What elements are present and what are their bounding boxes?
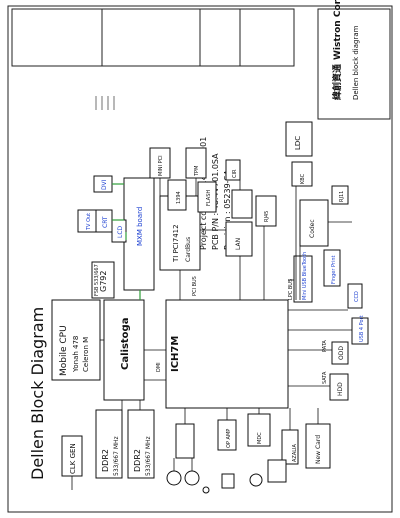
cardbus-label: CardBus <box>185 237 192 262</box>
usb-box <box>351 317 369 345</box>
ddr2-a-label: DDR2 <box>101 449 110 472</box>
mini-usb-label: Mini USB BlueTooth <box>302 252 308 300</box>
hdd-box <box>329 373 349 401</box>
ldc-label: LDC <box>294 136 302 150</box>
ieee-label: 1394 <box>176 191 182 204</box>
codec-label: Codec <box>309 219 316 238</box>
rj45-box <box>255 195 277 227</box>
ldc-box <box>285 121 313 157</box>
calistoga-label: Calistoga <box>120 318 131 370</box>
g792-label: G792 <box>99 271 108 292</box>
tv-out-label: TV Out <box>86 213 92 231</box>
lan-label: LAN <box>235 238 242 250</box>
mic-jack-icon <box>184 470 200 486</box>
finger-box <box>323 249 341 287</box>
g792-box <box>91 261 115 299</box>
signal-ticks <box>95 96 115 110</box>
cpu-line2: Yonah 478 <box>72 336 80 373</box>
ich7m-box <box>165 299 289 409</box>
usb-label: USB 4 Port <box>359 315 365 342</box>
jack-icon <box>202 486 210 494</box>
speaker-icon <box>166 470 182 486</box>
company-sub: Dellen block diagram <box>352 25 360 100</box>
company-en: Wistron Corporation <box>333 0 343 60</box>
ieee-box <box>167 179 187 211</box>
sheet-border <box>7 5 393 513</box>
rj45-label: RJ45 <box>264 211 270 222</box>
sata-label: SATA <box>322 371 328 384</box>
rj11-bottom-box <box>267 459 287 483</box>
bus-lines <box>71 178 352 490</box>
svg-text:Dellen Block Diagram: Dellen Block Diagram <box>28 307 47 480</box>
ccd-label: CCD <box>354 291 360 302</box>
flash-box <box>197 181 217 213</box>
diagram-title: Dellen Block Diagram <box>28 307 47 480</box>
pci-bus-label: PCI BUS <box>192 276 198 296</box>
odd-label: ODD <box>338 346 345 360</box>
revision: Revision : 05239-SA <box>223 169 232 250</box>
kbc-label: KBC <box>300 173 306 184</box>
ddr2-b-label: DDR2 <box>133 449 142 472</box>
hdd-label: HDD <box>337 382 344 396</box>
rev-table-frame <box>11 8 295 67</box>
lcd-label: LCD <box>117 225 124 238</box>
clk-gen-label: CLK GEN <box>69 443 77 474</box>
line-out-icon <box>249 473 263 487</box>
cir-label: CIR <box>232 169 238 178</box>
tpm-label: TPM <box>194 166 200 177</box>
ccd-box <box>347 283 363 309</box>
op-amp-label: OP AMP <box>226 429 232 448</box>
azalia-label: AZALIA <box>292 443 298 462</box>
codec-bottom-box <box>175 423 195 459</box>
codec-box <box>299 199 329 247</box>
mini-pci-label: MINI PCI <box>158 155 164 176</box>
dvi-label: DVI <box>101 179 108 190</box>
company-block: 緯創資通 Wistron Corporation Dellen block di… <box>331 0 360 100</box>
odd-box <box>331 341 349 365</box>
mxm-link-lines <box>112 183 141 300</box>
new-card-label: New Card <box>315 435 322 464</box>
calistoga-box <box>103 299 145 401</box>
cpu-label: Mobile CPU <box>59 325 69 376</box>
crt-label: CRT <box>102 216 109 228</box>
lpc-bus-label: LPC BUS <box>288 279 294 300</box>
flash-label: FLASH <box>206 190 212 206</box>
finger-label: Finger Print <box>331 255 337 284</box>
headphone-icon <box>221 473 235 489</box>
ldc-small-box <box>231 189 253 219</box>
rj11-box <box>331 185 349 205</box>
cir-box <box>225 159 241 181</box>
mxm-label: MXM board <box>136 207 144 246</box>
pata-label: PATA <box>322 340 328 352</box>
dmi-label: DMI <box>156 362 162 372</box>
mdc-label: MDC <box>257 432 263 444</box>
fsb-label: FSB 533/667 <box>94 264 100 296</box>
mini-usb-box <box>293 255 313 303</box>
ddr2-a-box <box>95 409 123 479</box>
company-cn: 緯創資通 <box>331 64 343 100</box>
ich7m-label: ICH7M <box>170 336 181 372</box>
title-block <box>317 8 391 120</box>
pci-bridge-label: TI PCI7412 <box>172 224 180 263</box>
ddr2-b-speed: 533/667 MHz <box>145 436 152 476</box>
ddr2-a-speed: 533/667 MHz <box>113 436 120 476</box>
lan-box <box>225 221 253 257</box>
kbc-box <box>291 161 313 187</box>
ddr2-b-box <box>127 409 155 479</box>
cpu-line3: Celeron M <box>82 337 90 372</box>
rj11-label: RJ11 <box>339 191 345 202</box>
